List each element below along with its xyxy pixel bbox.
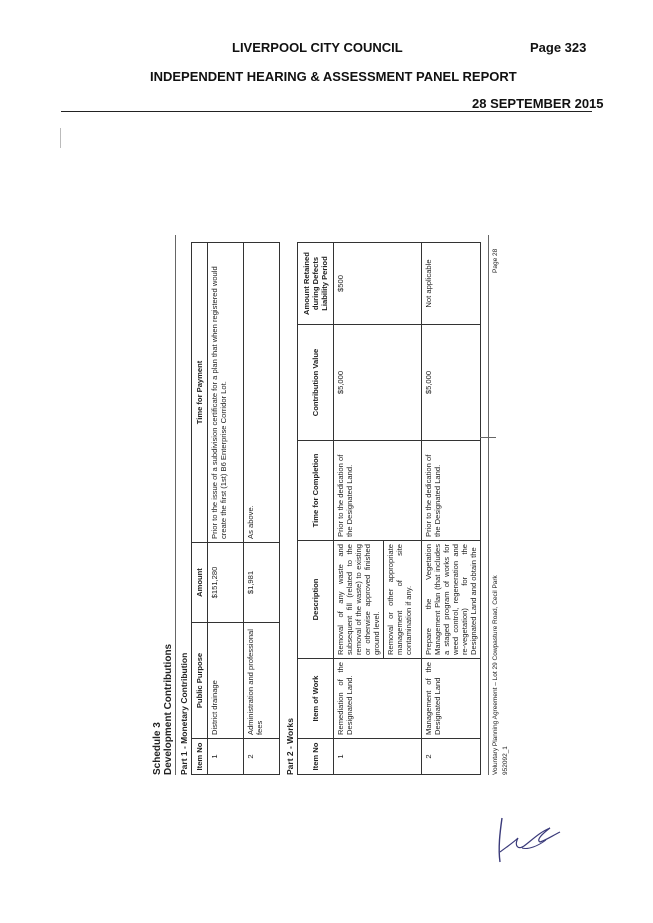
header-rule [61, 111, 592, 112]
cell-public-purpose: Administration and professional fees [243, 622, 280, 739]
table-row: 2 Management of the Designated Land Prep… [421, 242, 481, 775]
scanned-page: Schedule 3 Development Contributions Par… [140, 228, 520, 783]
col-public-purpose: Public Purpose [191, 622, 208, 739]
table-row: 2 Administration and professional fees $… [243, 242, 280, 775]
cell-amount-retained: Not applicable [421, 242, 481, 325]
part2-heading: Part 2 - Works [285, 717, 295, 775]
col-time-for-completion: Time for Completion [297, 440, 334, 541]
cell-amount: $1,981 [243, 542, 280, 623]
cell-amount-retained: $500 [333, 242, 422, 325]
works-table: Item No Item of Work Description Time fo… [297, 242, 481, 775]
rotated-schedule: Schedule 3 Development Contributions Par… [140, 228, 520, 783]
cell-time-for-completion: Prior to the dedication of the Designate… [421, 440, 481, 541]
footer-code: 952092_1 [502, 746, 509, 775]
col-contribution-value: Contribution Value [297, 324, 334, 441]
cell-item-of-work: Remediation of the Designated Land. [333, 658, 422, 739]
cell-contribution-value: $5,000 [421, 324, 481, 441]
cell-time-for-completion: Prior to the dedication of the Designate… [333, 440, 422, 541]
col-amount-retained: Amount Retained during Defects Liability… [297, 242, 334, 325]
cell-time-for-payment: As above. [243, 242, 280, 543]
col-time-for-payment: Time for Payment [191, 242, 208, 543]
cell-description: Removal of any waste and subsequent fill… [333, 540, 384, 659]
cell-public-purpose: District drainage [207, 622, 244, 739]
col-item-no: Item No [297, 738, 334, 775]
cell-item-no: 2 [243, 738, 280, 775]
col-item-no: Item No [191, 738, 208, 775]
cell-item-of-work: Management of the Designated Land [421, 658, 481, 739]
part1-heading: Part 1 - Monetary Contribution [179, 652, 189, 775]
monetary-contribution-table: Item No Public Purpose Amount Time for P… [191, 242, 280, 775]
cell-contribution-value: $5,000 [333, 324, 422, 441]
report-date: 28 SEPTEMBER 2015 [472, 96, 604, 111]
cell-description: Removal or other appropriate management … [383, 540, 422, 659]
table-row: 1 Remediation of the Designated Land. Re… [333, 242, 422, 775]
footer-agreement: Voluntary Planning Agreement – Lot 29 Co… [492, 575, 499, 775]
cell-amount: $151,280 [207, 542, 244, 623]
title-rule [175, 235, 176, 775]
footer-rule [488, 235, 489, 775]
council-name: LIVERPOOL CITY COUNCIL [232, 40, 403, 55]
scan-mark [60, 128, 61, 148]
schedule-subtitle: Development Contributions [163, 643, 174, 775]
schedule-title: Schedule 3 [152, 722, 163, 775]
footer-page-number: Page 28 [492, 248, 499, 273]
cell-description: Prepare the Vegetation Management Plan (… [421, 540, 481, 659]
report-title: INDEPENDENT HEARING & ASSESSMENT PANEL R… [150, 69, 517, 84]
cell-time-for-payment: Prior to the issue of a subdivision cert… [207, 242, 244, 543]
signature-icon [498, 817, 561, 863]
cell-item-no: 2 [421, 738, 481, 775]
col-amount: Amount [191, 542, 208, 623]
col-item-of-work: Item of Work [297, 658, 334, 739]
page-number: Page 323 [530, 40, 587, 55]
col-description: Description [297, 540, 334, 659]
table-row: 1 District drainage $151,280 Prior to th… [207, 242, 244, 775]
part1-header-row: Item No Public Purpose Amount Time for P… [191, 242, 208, 775]
cell-item-no: 1 [333, 738, 422, 775]
part2-header-row: Item No Item of Work Description Time fo… [297, 242, 334, 775]
footer-divider [480, 437, 496, 438]
cell-item-no: 1 [207, 738, 244, 775]
